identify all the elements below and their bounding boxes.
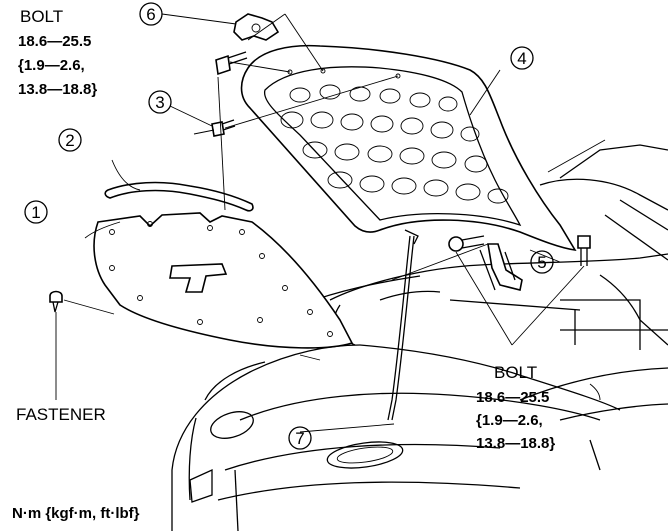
bolt-hinge-left xyxy=(448,235,485,252)
hood-prop-rod xyxy=(387,229,419,421)
bolt-3 xyxy=(211,119,236,137)
units-note: N·m {kgf·m, ft·lbf} xyxy=(12,505,140,522)
callout-5-label: 5 xyxy=(537,253,546,272)
hood-seal xyxy=(104,181,254,212)
bolt-spec-top-line2: {1.9—2.6, xyxy=(18,57,85,74)
bolt-spec-bottom: BOLT 18.6—25.5 {1.9—2.6, 13.8—18.8} xyxy=(476,363,555,452)
leader-lines xyxy=(55,13,601,433)
callout-1: 1 xyxy=(24,200,48,224)
bolt-top xyxy=(215,51,248,76)
fastener-label: FASTENER xyxy=(16,405,106,424)
callout-7: 7 xyxy=(288,426,312,450)
callout-6: 6 xyxy=(139,2,163,26)
bolt-spec-top-line3: 13.8—18.8} xyxy=(18,81,97,98)
hood-hinge xyxy=(479,243,523,291)
bolt-spec-bottom-line1: 18.6—25.5 xyxy=(476,389,549,406)
callout-3-label: 3 xyxy=(155,93,164,112)
callout-6-label: 6 xyxy=(146,5,155,24)
bolt-spec-top-title: BOLT xyxy=(20,7,63,26)
bolt-spec-bottom-line3: 13.8—18.8} xyxy=(476,435,555,452)
callout-2-label: 2 xyxy=(65,131,74,150)
callout-7-label: 7 xyxy=(295,429,304,448)
car-body xyxy=(171,139,668,531)
callout-1-label: 1 xyxy=(31,203,40,222)
fastener-clip xyxy=(49,290,63,313)
insulator-cutout xyxy=(169,263,228,293)
hood-panel xyxy=(240,44,577,252)
callout-3: 3 xyxy=(148,90,172,114)
bolt-spec-top-line1: 18.6—25.5 xyxy=(18,33,91,50)
callout-4: 4 xyxy=(510,46,534,70)
hood-insulator xyxy=(93,212,354,349)
callout-5: 5 xyxy=(530,250,554,274)
bolt-spec-bottom-line2: {1.9—2.6, xyxy=(476,412,543,429)
hood-holes xyxy=(280,84,509,204)
bolt-hinge-right xyxy=(577,235,591,266)
bolt-spec-bottom-title: BOLT xyxy=(494,363,537,382)
hood-clip xyxy=(233,13,280,41)
callout-2: 2 xyxy=(58,128,82,152)
bolt-spec-top: BOLT 18.6—25.5 {1.9—2.6, 13.8—18.8} xyxy=(18,7,97,98)
callout-4-label: 4 xyxy=(517,49,526,68)
